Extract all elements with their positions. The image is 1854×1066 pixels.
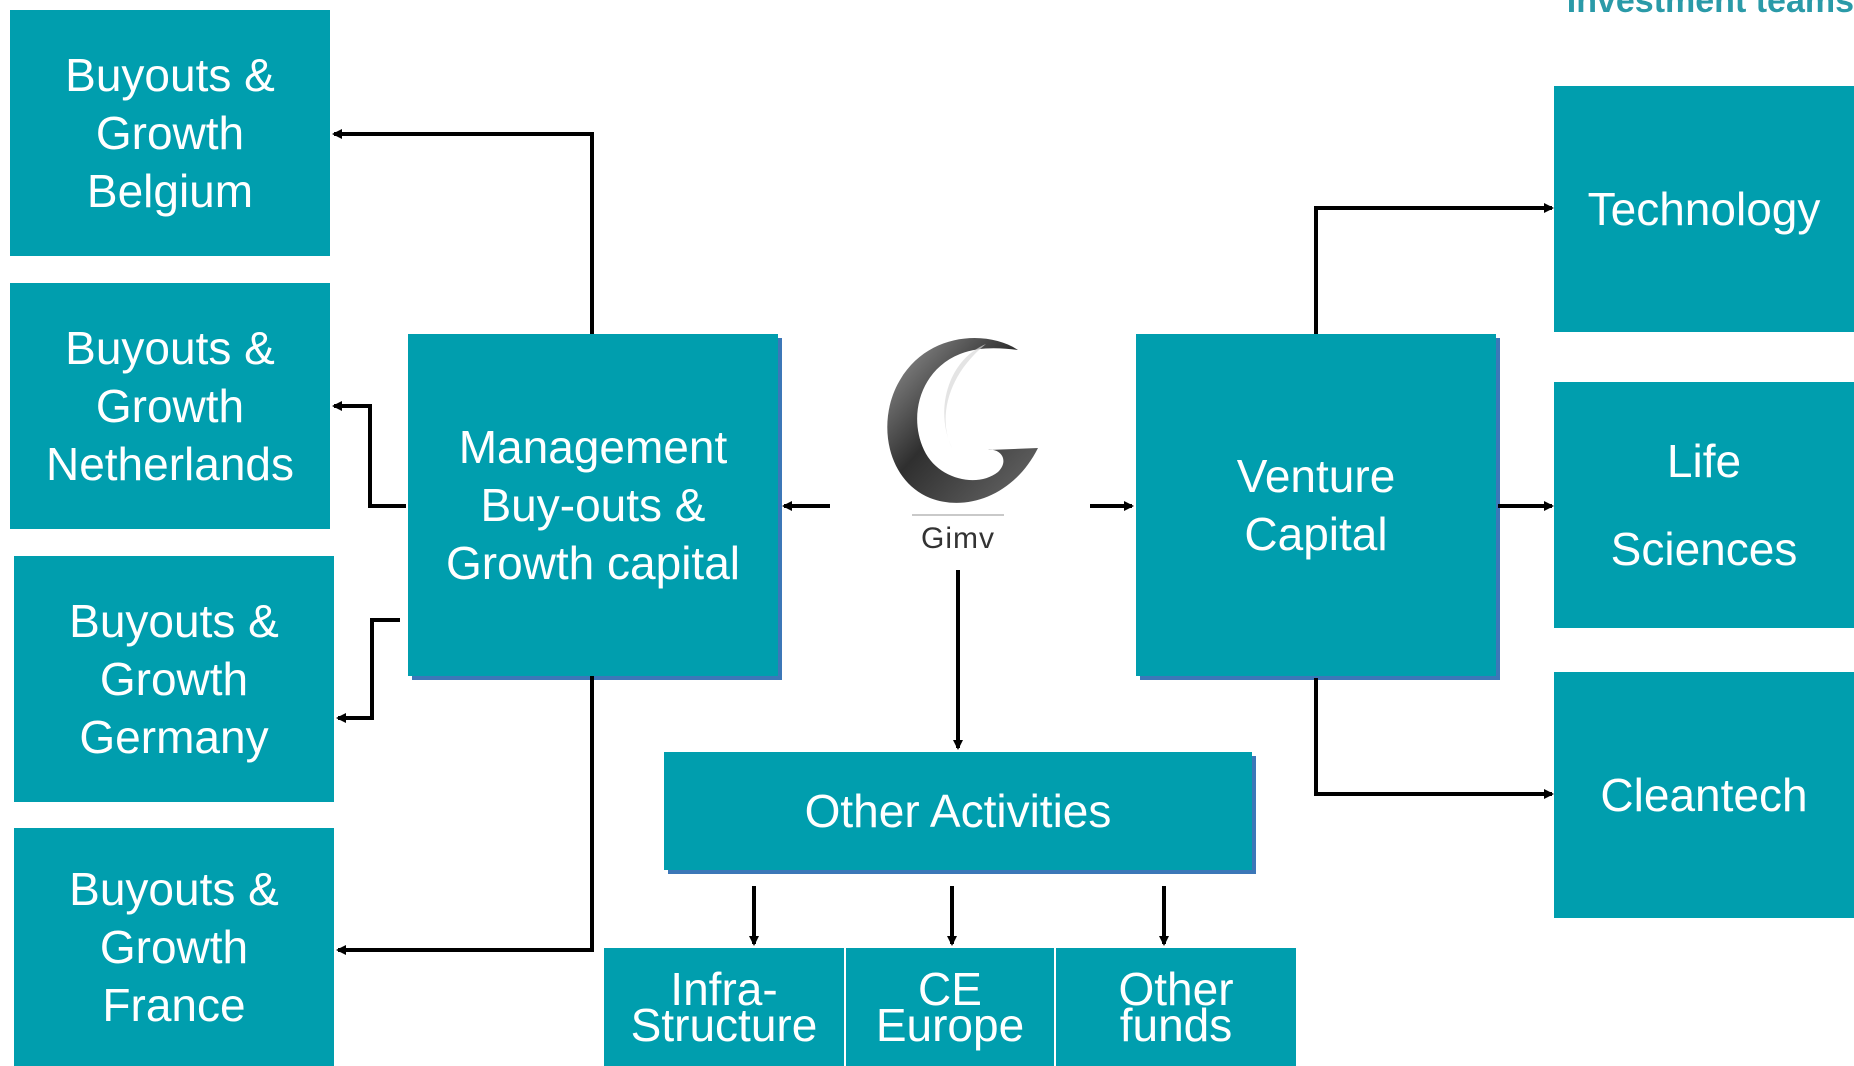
box-label: Buyouts & Growth Belgium — [65, 49, 275, 217]
box-technology: Technology — [1554, 86, 1854, 332]
arrow-to-belgium — [332, 129, 594, 334]
box-label: Management Buy-outs & Growth capital — [445, 421, 740, 589]
arrow-to-germany — [336, 618, 400, 723]
page-title: Investment teams — [1566, 0, 1854, 20]
arrow-to-technology — [1314, 203, 1554, 334]
box-management-buyouts: Management Buy-outs & Growth capital — [408, 334, 778, 676]
box-label: Buyouts & Growth France — [69, 863, 279, 1031]
box-buyouts-netherlands: Buyouts & Growth Netherlands — [10, 283, 330, 529]
box-label: Buyouts & Growth Netherlands — [45, 322, 295, 490]
box-other-funds: Other funds — [1056, 948, 1296, 1066]
box-label: Venture Capital — [1236, 450, 1396, 560]
box-label: CE Europe — [875, 963, 1025, 1051]
box-label: Life Sciences — [1610, 435, 1798, 575]
arrow-to-cleantech — [1314, 678, 1554, 799]
box-label: Other funds — [1118, 963, 1234, 1051]
box-infrastructure: Infra- Structure — [604, 948, 844, 1066]
box-buyouts-belgium: Buyouts & Growth Belgium — [10, 10, 330, 256]
box-other-activities: Other Activities — [664, 752, 1252, 870]
box-label: Cleantech — [1600, 769, 1808, 821]
gimv-logo-icon — [887, 338, 1038, 503]
box-buyouts-france: Buyouts & Growth France — [14, 828, 334, 1066]
arrow-to-netherlands — [332, 401, 406, 508]
box-label: Buyouts & Growth Germany — [69, 595, 279, 763]
box-ce-europe: CE Europe — [846, 948, 1054, 1066]
logo-wordmark: Gimv — [921, 522, 995, 555]
box-cleantech: Cleantech — [1554, 672, 1854, 918]
box-life-sciences: Life Sciences — [1554, 382, 1854, 628]
box-buyouts-germany: Buyouts & Growth Germany — [14, 556, 334, 802]
box-venture-capital: Venture Capital — [1136, 334, 1496, 676]
box-label: Technology — [1587, 183, 1821, 235]
box-label: Other Activities — [804, 785, 1112, 837]
logo-divider — [912, 514, 1004, 516]
arrow-to-france — [336, 676, 594, 955]
box-label: Infra- Structure — [630, 963, 818, 1051]
